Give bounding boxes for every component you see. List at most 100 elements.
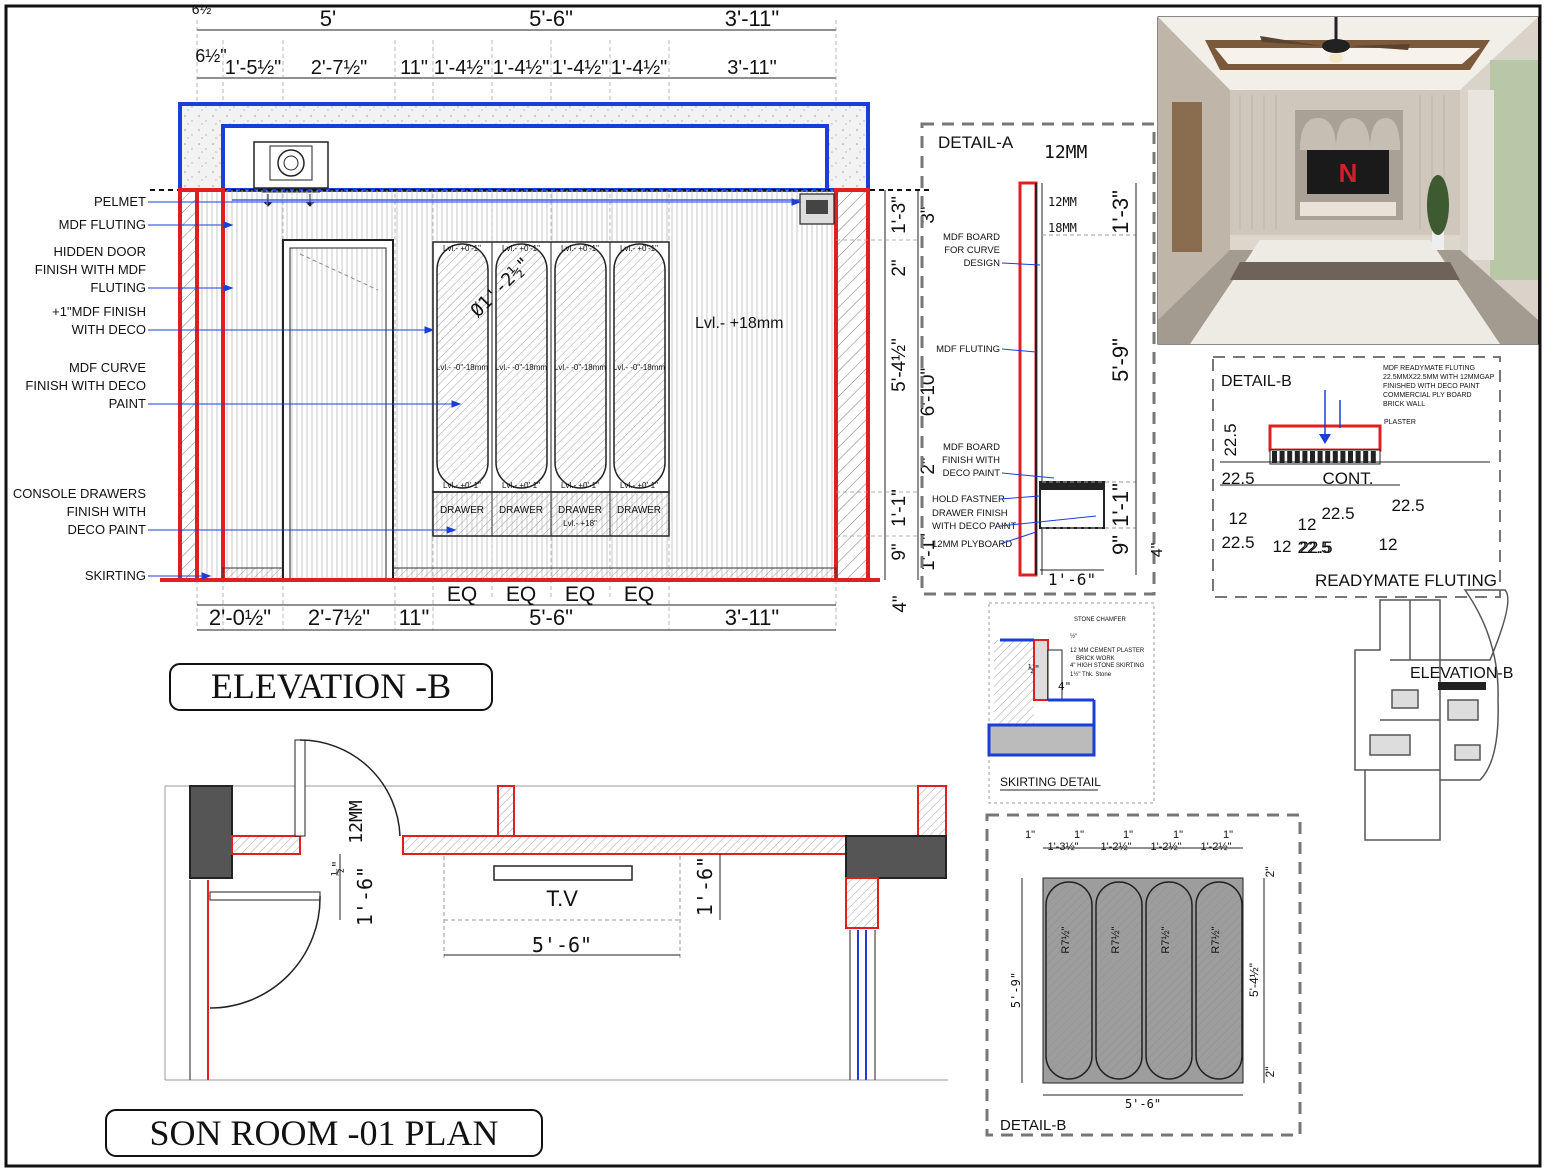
detail-b-note: 22.5MMX22.5MM WITH 12MMGAP (1383, 374, 1495, 381)
detail-a-leader (999, 531, 1037, 545)
ac-vent-icon (253, 141, 329, 207)
bottom-dim: 3'-11" (725, 605, 779, 630)
flute-block (1287, 451, 1293, 463)
flute-block (1325, 451, 1331, 463)
detail-b2-top-dim: 1" (1173, 829, 1183, 841)
svg-text:N: N (1339, 158, 1358, 188)
right-dim: 9" (889, 543, 910, 560)
detail-a-leader (1001, 472, 1055, 479)
plan-dim-right: 1'-6" (693, 856, 717, 916)
arch-top-level: Lvl.- +0'-1" (620, 244, 658, 253)
detail-b2-top-dim: 1'-2½" (1200, 841, 1231, 853)
detail-a-label-text: MDF BOARD (943, 232, 1000, 243)
detail-b-note: MDF READYMATE FLUTING (1383, 365, 1475, 372)
bottom-dim: 2'-0½" (209, 605, 271, 630)
detail-b-dim: 22.5 (1391, 496, 1424, 515)
detail-b-top (1212, 356, 1501, 598)
detail-b2-radius: R7½" (1210, 926, 1222, 953)
flute-block (1302, 451, 1308, 463)
drawer-label: DRAWER (499, 505, 543, 516)
detail-a-dim-18: 18MM (1048, 221, 1077, 235)
detail-b2-bottom-dim: 5'-6" (1125, 1097, 1161, 1111)
flute-block (1317, 451, 1323, 463)
detail-a-dim-top: 12MM (1044, 142, 1088, 163)
flute-block (1279, 451, 1285, 463)
detail-a-leader (999, 515, 1097, 527)
bottom-dim: 2'-7½" (308, 605, 370, 630)
plan-dim-left: 1'-6" (353, 866, 377, 926)
top-dim-row2: 2'-7½" (311, 57, 368, 79)
callout-text: FINISH WITH DECO (25, 378, 146, 393)
arch-bottom-level: Lvl.- +0'-1" (620, 481, 658, 490)
arch-bottom-level: Lvl.- +0'-1" (443, 481, 481, 490)
callout-text: DECO PAINT (68, 522, 147, 537)
arch-bottom-level: Lvl.- +0'-1" (502, 481, 540, 490)
detail-b2-right-dim: 2" (1263, 1067, 1277, 1078)
detail-b-dim: 12 (1379, 535, 1398, 554)
callout-arrow (451, 400, 462, 408)
bottom-dim: 5'-6" (529, 605, 573, 630)
detail-a-title: DETAIL-A (938, 133, 1014, 152)
top-dim-row1: 6½" (192, 1, 216, 17)
skirting-note: 12 MM CEMENT PLASTER (1070, 648, 1145, 654)
plan-title: SON ROOM -01 PLAN (149, 1113, 498, 1153)
detail-b2-top-dim: 1'-2½" (1100, 841, 1131, 853)
detail-a-label-text: 12MM PLYBOARD (932, 539, 1012, 550)
callout-text: WITH DECO (72, 322, 146, 337)
flute-block (1310, 451, 1315, 463)
detail-b-top-title: DETAIL-B (1221, 373, 1292, 390)
detail-b-note: BRICK WALL (1383, 401, 1425, 408)
detail-a-label-1: MDF FLUTING (936, 344, 1000, 355)
callout-text: HIDDEN DOOR (54, 244, 146, 259)
skirting-title: SKIRTING DETAIL (1000, 775, 1101, 789)
drawer-label: DRAWER (440, 505, 484, 516)
detail-b-dim: 22.5 (1297, 538, 1330, 557)
callout-text: MDF CURVE (69, 360, 146, 375)
detail-b2-radius: R7½" (1160, 926, 1172, 953)
arch-mid-level: Lvl.- -0"-18mm (495, 363, 548, 372)
top-dim-row2: 1'-5½" (225, 57, 282, 79)
detail-b-dim: CONT. (1323, 469, 1374, 488)
detail-b-dim: 12 (1298, 515, 1317, 534)
detail-a-label-3: HOLD FASTNER (932, 494, 1005, 505)
arch-top-level: Lvl.- +0'-1" (443, 244, 481, 253)
detail-a-label-text: DECO PAINT (943, 468, 1001, 479)
detail-a-label-text: MDF FLUTING (936, 344, 1000, 355)
detail-a-label-text: FINISH WITH (942, 455, 1000, 466)
detail-b2-top-dim: 1" (1223, 829, 1233, 841)
detail-a-label-text: DESIGN (964, 258, 1001, 269)
key-plan-marker (1438, 682, 1486, 690)
eq-label: EQ (565, 583, 595, 606)
drawer-label: DRAWER (617, 505, 661, 516)
flute-block (1355, 451, 1361, 463)
detail-b2-top-dim: 1" (1025, 829, 1035, 841)
eq-label: EQ (506, 583, 536, 606)
detail-b-dim: 22.5 (1221, 469, 1254, 488)
detail-b-dim: 22.5 (1321, 504, 1354, 523)
callout-text: MDF FLUTING (59, 217, 146, 232)
arch-mid-level: Lvl.- -0"-18mm (436, 363, 489, 372)
detail-a-right-dim: 4" (1149, 543, 1166, 558)
right-dim: 2" (889, 259, 910, 276)
callout-text: CONSOLE DRAWERS (13, 486, 146, 501)
plan-dim-12mm: 12MM (346, 800, 367, 844)
top-dim-row2: 1'-4½" (434, 57, 491, 79)
skirting-note: 1½" Thk. Stone (1070, 671, 1112, 678)
bottom-dim: 11" (399, 605, 430, 630)
render-image: N (1157, 16, 1539, 345)
skirting-detail (987, 602, 1155, 804)
detail-b2-right-dim: 5'-4½" (1247, 963, 1261, 997)
elevation-title: ELEVATION -B (211, 666, 451, 706)
skirting-note: STONE CHAMFER (1074, 617, 1127, 623)
detail-b2-top-dim: 1'-2½" (1150, 841, 1181, 853)
callout-text: SKIRTING (85, 568, 146, 583)
callout-arrow (446, 526, 457, 534)
detail-b2-arch (1045, 881, 1093, 1080)
detail-b-dim: 22.5 (1299, 538, 1332, 557)
arch-mid-level: Lvl.- -0"-18mm (554, 363, 607, 372)
detail-b2-right-dim: 2" (1263, 867, 1277, 878)
detail-b2-arch (1195, 881, 1243, 1080)
top-dim-row2: 3'-11" (727, 57, 776, 79)
